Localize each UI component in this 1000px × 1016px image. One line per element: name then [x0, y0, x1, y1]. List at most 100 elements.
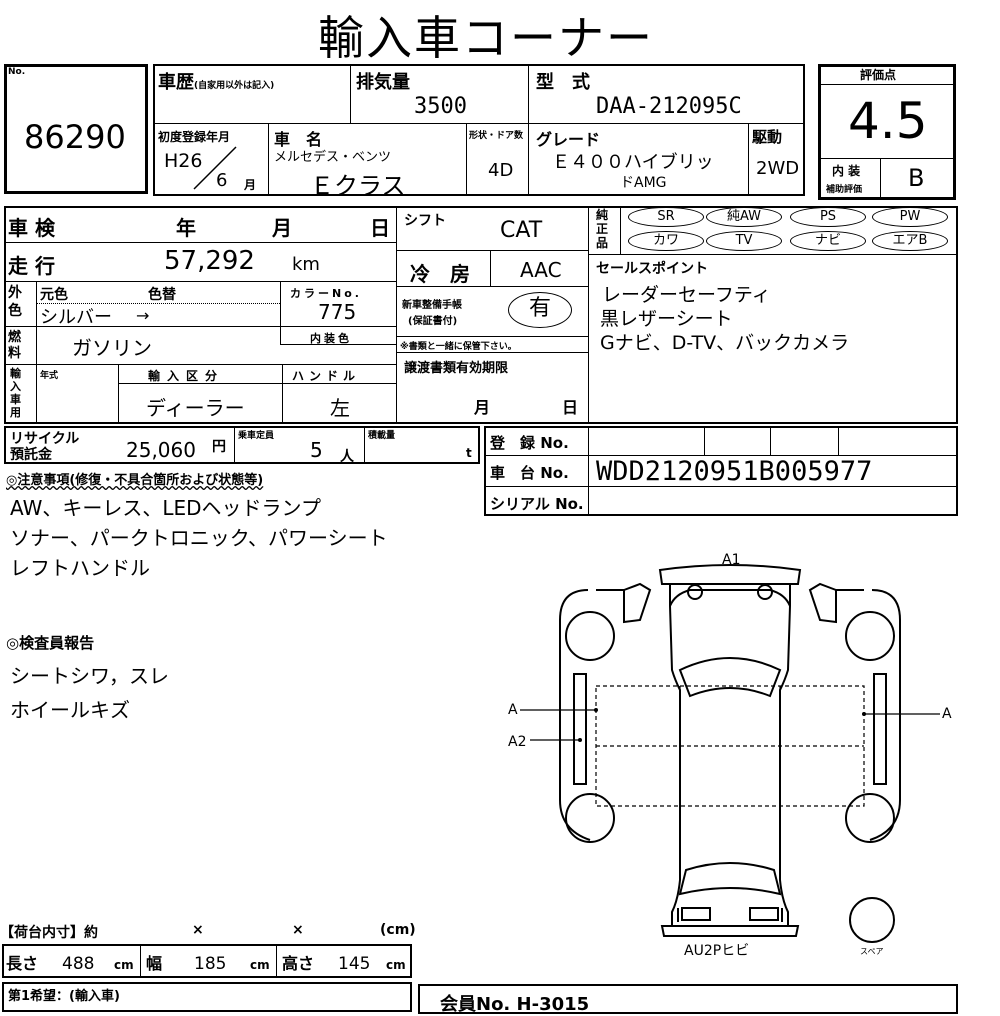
recycle-row: [4, 426, 480, 464]
registration-label: 登 録 No.: [490, 434, 569, 452]
first-reg-month-unit: 月: [244, 178, 257, 192]
registration-table: [484, 426, 958, 516]
car-name-value: Ｅクラス: [310, 172, 406, 200]
inspector-label: ◎検査員報告: [6, 634, 95, 652]
cargo-dimensions-table: [2, 944, 412, 978]
model-type-label: 型 式: [536, 72, 590, 93]
car-name-label: 車 名: [274, 130, 323, 149]
genuine-part-item: エアB: [872, 231, 948, 251]
interior-color-label: 内装色: [310, 332, 352, 345]
mileage-value: 57,292: [164, 246, 255, 276]
first-reg-month: 6: [216, 170, 228, 191]
diagram-label-spare: スペア: [860, 947, 884, 956]
import-label: 輸入車用: [10, 367, 21, 419]
inspector-line-2: ホイールキズ: [10, 698, 130, 722]
diagram-label-a2-left: A2: [508, 734, 527, 750]
interior-score-value: B: [908, 164, 925, 192]
genuine-label: 純正品: [596, 208, 609, 250]
serial-label: シリアル No.: [490, 495, 584, 513]
note-line-2: ソナー、パークトロニック、パワーシート: [10, 526, 388, 550]
sales-point-2: 黒レザーシート: [600, 308, 733, 330]
car-condition-diagram: [520, 564, 940, 943]
inspection-month-unit: 月: [272, 216, 292, 240]
capacity-label: 乗車定員: [238, 431, 275, 441]
member-number: 会員No. H-3015: [440, 994, 590, 1015]
cargo-width-label: 幅: [146, 954, 163, 973]
lot-number-label: No.: [8, 67, 26, 77]
chassis-label: 車 台 No.: [490, 464, 569, 482]
diagram-label-a1: A1: [722, 552, 741, 568]
transfer-month-unit: 月: [474, 398, 491, 417]
diagram-label-bottom: AU2Pヒビ: [684, 943, 750, 959]
cargo-height-value: 145: [338, 954, 371, 974]
chassis-value: WDD2120951B005977: [596, 456, 873, 487]
import-year-label: 年式: [40, 371, 59, 381]
capacity-value: 5: [310, 438, 323, 462]
cargo-length-label: 長さ: [6, 954, 39, 973]
cargo-unit: (cm): [380, 922, 416, 938]
body-type-label: 形状・ドア数: [469, 131, 524, 141]
genuine-part-item: PS: [790, 207, 866, 227]
diagram-label-a-right: A: [942, 706, 952, 722]
aircon-value: AAC: [520, 258, 562, 282]
genuine-part-item: 純AW: [706, 207, 782, 227]
load-unit: t: [466, 446, 472, 460]
genuine-part-item: PW: [872, 207, 948, 227]
color-change-label: 色替: [148, 287, 176, 303]
import-class-value: ディーラー: [146, 396, 245, 420]
recycle-label-1: リサイクル: [10, 431, 80, 447]
inspection-label: 車 検: [8, 216, 55, 240]
history-label: 車歴(自家用以外は記入): [158, 72, 275, 93]
original-color-value: シルバー: [40, 307, 112, 328]
wish-label: 第1希望：(輸入車): [8, 989, 120, 1004]
original-color-label: 元色: [40, 287, 68, 303]
body-type-value: 4D: [488, 160, 514, 181]
maintenance-note: ※書類と一緒に保管下さい。: [400, 342, 517, 352]
interior-score-label-1: 内 装: [832, 164, 861, 178]
cargo-x1: ×: [192, 922, 204, 938]
cargo-height-label: 高さ: [282, 954, 315, 973]
load-label: 積載量: [368, 431, 396, 441]
drive-value: 2WD: [756, 158, 800, 179]
lot-number: 86290: [24, 118, 126, 156]
notes-label: ◎注意事項(修復・不具合箇所および状態等): [6, 473, 264, 488]
cargo-width-value: 185: [194, 954, 227, 974]
displacement-label: 排気量: [356, 72, 410, 93]
note-line-1: AW、キーレス、LEDヘッドランプ: [10, 496, 321, 520]
maintenance-value: 有: [508, 292, 572, 328]
fuel-label: 燃料: [8, 330, 22, 361]
score-label: 評価点: [860, 68, 897, 82]
inspector-line-1: シートシワ，スレ: [10, 664, 169, 688]
genuine-part-item: カワ: [628, 231, 704, 251]
cargo-height-unit: cm: [386, 958, 406, 972]
transfer-day-unit: 日: [562, 398, 579, 417]
genuine-part-item: SR: [628, 207, 704, 227]
color-number-value: 775: [318, 300, 357, 324]
score-value: 4.5: [848, 92, 928, 150]
displacement-value: 3500: [414, 94, 467, 119]
model-type-value: DAA-212095C: [596, 94, 742, 119]
maintenance-label-2: (保証書付): [408, 316, 458, 327]
page-title: 輸入車コーナー: [318, 11, 654, 65]
car-maker: メルセデス・ベンツ: [274, 150, 392, 165]
import-class-label: 輸入区分: [148, 369, 225, 383]
inspection-year-unit: 年: [176, 216, 196, 240]
transfer-label: 譲渡書類有効期限: [404, 361, 509, 376]
cargo-length-value: 488: [62, 954, 95, 974]
fuel-value: ガソリン: [72, 336, 152, 360]
color-change-arrow: →: [136, 306, 150, 325]
genuine-part-item: ナビ: [790, 231, 866, 251]
grade-label: グレード: [536, 130, 601, 149]
grade-value-line2: ドAMG: [620, 175, 667, 191]
handle-value: 左: [330, 396, 350, 420]
capacity-unit: 人: [340, 449, 354, 465]
interior-score-label-2: 補助評価: [826, 185, 863, 195]
color-number-label: カラーNo.: [290, 287, 362, 300]
recycle-label-2: 預託金: [10, 447, 52, 463]
mileage-label: 走 行: [8, 254, 55, 278]
vehicle-info-table: [153, 64, 805, 196]
grade-value-line1: Ｅ４００ハイブリッ: [552, 152, 714, 173]
sales-points-label: セールスポイント: [596, 261, 708, 277]
shift-value: CAT: [500, 218, 543, 243]
drive-label: 駆動: [752, 128, 783, 146]
